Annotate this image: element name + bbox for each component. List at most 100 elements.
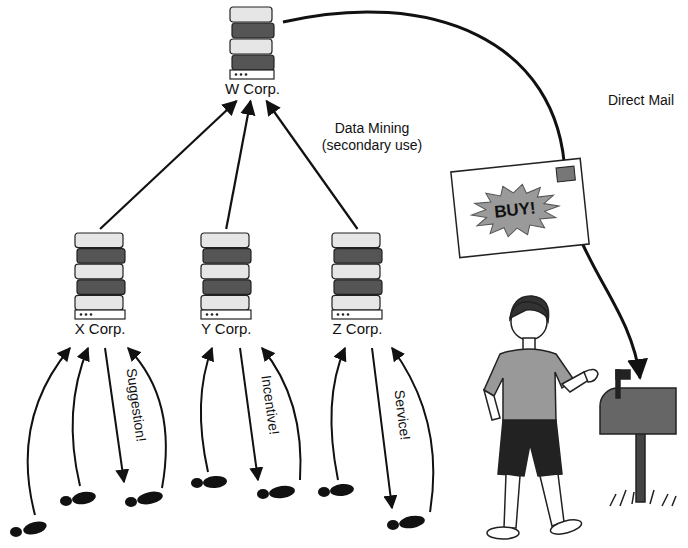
- node-label-text: X Corp.: [75, 320, 126, 338]
- server-layer: [75, 233, 123, 248]
- server-icon: [199, 232, 253, 320]
- note-label: Direct Mail: [606, 92, 676, 109]
- arrow-label: Incentive!: [257, 372, 283, 438]
- footprints-part: [125, 497, 137, 507]
- footprints-part: [203, 475, 228, 489]
- node-label-text: Y Corp.: [201, 320, 252, 338]
- person: [484, 296, 598, 539]
- server-layer: [332, 295, 380, 310]
- footprints-part: [318, 487, 330, 497]
- server-layer: [77, 249, 125, 264]
- envelope: [451, 158, 589, 257]
- footprints-part: [387, 520, 399, 530]
- server-layer: [230, 7, 272, 22]
- footprint-arrows-part: [240, 348, 258, 480]
- server-layer: [203, 280, 251, 295]
- arrow-label: Service!: [390, 387, 414, 443]
- mailbox: [600, 370, 676, 506]
- server-light: [211, 313, 214, 316]
- server-light: [80, 313, 83, 316]
- server-layer: [334, 249, 382, 264]
- footprint-arrows-part: [331, 348, 345, 480]
- person-part: [484, 390, 500, 420]
- footprint-arrows-part: [105, 348, 124, 482]
- person-part: [498, 420, 562, 476]
- starburst: [469, 181, 562, 241]
- footprints-part: [136, 489, 164, 506]
- footprints-part: [329, 483, 354, 497]
- server-base: [332, 310, 382, 319]
- node-label: W Corp.: [220, 80, 284, 98]
- mailbox-part: [600, 388, 676, 434]
- footprints: [10, 475, 426, 537]
- arrow-label: Suggestion!: [122, 365, 150, 445]
- server-light: [235, 73, 238, 76]
- node-label: Z Corp.: [328, 320, 387, 338]
- person-part: [549, 517, 583, 537]
- person-part: [504, 474, 520, 528]
- envelope-part: [451, 158, 589, 257]
- envelope-part: [556, 166, 575, 182]
- server-icon: [73, 232, 127, 320]
- server-layer: [77, 280, 125, 295]
- person-part: [487, 527, 519, 539]
- footprints-part: [268, 484, 295, 500]
- server-layer: [332, 264, 380, 279]
- footprints-part: [22, 519, 48, 537]
- server-base: [75, 310, 125, 319]
- server-layer: [230, 39, 272, 54]
- server-base: [230, 70, 274, 79]
- server-light: [342, 313, 345, 316]
- server-light: [85, 313, 88, 316]
- node-label-text: Z Corp.: [332, 320, 382, 338]
- footprint-arrows-part: [73, 348, 88, 486]
- server-icon: [330, 232, 384, 320]
- data-flow-arrow: [100, 101, 236, 229]
- footprint-arrows-part: [372, 348, 392, 508]
- footprints-part: [257, 489, 269, 499]
- server-light: [245, 73, 248, 76]
- server-base: [201, 310, 251, 319]
- server-node: Y Corp.: [197, 232, 256, 338]
- server-layer: [201, 233, 249, 248]
- mailbox-part: [610, 490, 676, 506]
- footprint-arrows-part: [201, 348, 212, 472]
- direct-mail-arc: [283, 12, 640, 378]
- node-label: Y Corp.: [197, 320, 256, 338]
- node-label-text: W Corp.: [225, 80, 280, 98]
- server-light: [90, 313, 93, 316]
- server-layer: [232, 23, 274, 38]
- person-part: [540, 474, 564, 526]
- server-light: [216, 313, 219, 316]
- server-light: [240, 73, 243, 76]
- footprints-part: [60, 496, 72, 506]
- server-layer: [75, 295, 123, 310]
- person-part: [523, 338, 535, 350]
- node-label: X Corp.: [71, 320, 130, 338]
- server-light: [206, 313, 209, 316]
- server-node: X Corp.: [71, 232, 130, 338]
- server-layer: [232, 55, 274, 70]
- server-layer: [332, 233, 380, 248]
- envelope-text: BUY!: [491, 199, 538, 221]
- footprints-part: [71, 490, 97, 506]
- footprint-arrows: [28, 348, 434, 515]
- server-node: Z Corp.: [328, 232, 387, 338]
- server-node: W Corp.: [220, 6, 284, 98]
- footprints-part: [398, 514, 426, 530]
- footprints-part: [191, 478, 203, 488]
- person-part: [484, 349, 574, 422]
- mailbox-part: [616, 370, 630, 379]
- footprints-part: [10, 527, 22, 537]
- server-light: [347, 313, 350, 316]
- server-icon: [228, 6, 276, 80]
- server-layer: [75, 264, 123, 279]
- server-layer: [201, 295, 249, 310]
- data-flow-arrow: [226, 101, 250, 229]
- person-part: [584, 369, 598, 382]
- note-label: Data Mining (secondary use): [308, 120, 436, 154]
- mailbox-part: [636, 432, 645, 502]
- footprint-arrows-part: [28, 348, 70, 515]
- server-layer: [334, 280, 382, 295]
